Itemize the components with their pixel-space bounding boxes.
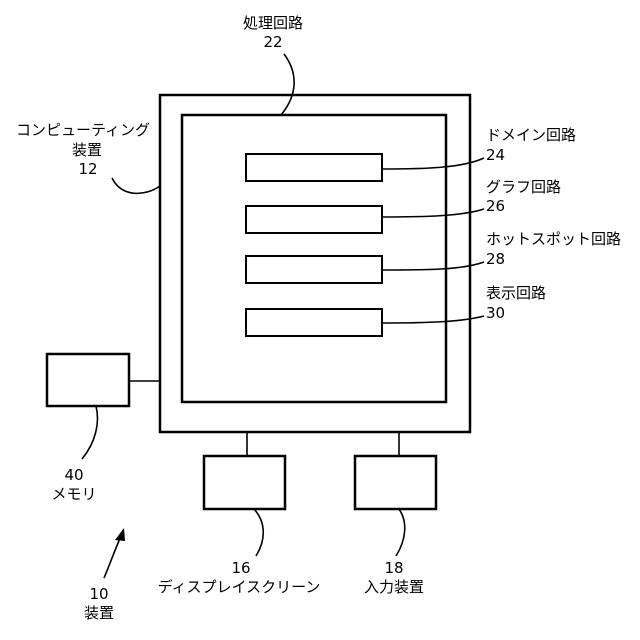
domain-circuit-ref: 24 bbox=[486, 146, 505, 164]
memory-box bbox=[47, 354, 129, 406]
leader-input-device bbox=[396, 509, 405, 556]
leader-display-screen bbox=[254, 509, 263, 556]
input-device-label: 入力装置 bbox=[364, 578, 424, 596]
domain-circuit-box bbox=[246, 154, 382, 181]
display-circuit-ref: 30 bbox=[486, 304, 505, 322]
leader-memory bbox=[82, 406, 97, 459]
memory-ref: 40 bbox=[64, 466, 83, 484]
input-device-ref: 18 bbox=[384, 559, 403, 577]
display-circuit-box bbox=[246, 309, 382, 336]
input-device-box bbox=[355, 456, 436, 509]
domain-circuit-label: ドメイン回路 bbox=[486, 126, 576, 144]
hotspot-circuit-ref: 28 bbox=[486, 250, 505, 268]
computing-device-label-line2: 装置 bbox=[72, 141, 102, 159]
hotspot-circuit-box bbox=[246, 256, 382, 283]
apparatus-arrowhead bbox=[115, 528, 125, 541]
hotspot-circuit-label: ホットスポット回路 bbox=[486, 230, 621, 248]
graph-circuit-box bbox=[246, 206, 382, 233]
display-screen-label: ディスプレイスクリーン bbox=[158, 578, 321, 596]
apparatus-arrow bbox=[104, 536, 121, 578]
apparatus-label: 装置 bbox=[84, 604, 114, 622]
apparatus-ref: 10 bbox=[89, 585, 108, 603]
leader-computing-device bbox=[112, 178, 160, 193]
display-screen-ref: 16 bbox=[231, 559, 250, 577]
computing-device-ref: 12 bbox=[78, 160, 97, 178]
display-screen-box bbox=[204, 456, 285, 509]
graph-circuit-ref: 26 bbox=[486, 197, 505, 215]
computing-device-label-line1: コンピューティング bbox=[16, 121, 150, 139]
processing-circuit-label: 処理回路 bbox=[243, 14, 303, 32]
graph-circuit-label: グラフ回路 bbox=[486, 178, 561, 196]
display-circuit-label: 表示回路 bbox=[486, 284, 546, 302]
memory-label: メモリ bbox=[51, 485, 96, 503]
processing-circuit-ref: 22 bbox=[263, 33, 282, 51]
